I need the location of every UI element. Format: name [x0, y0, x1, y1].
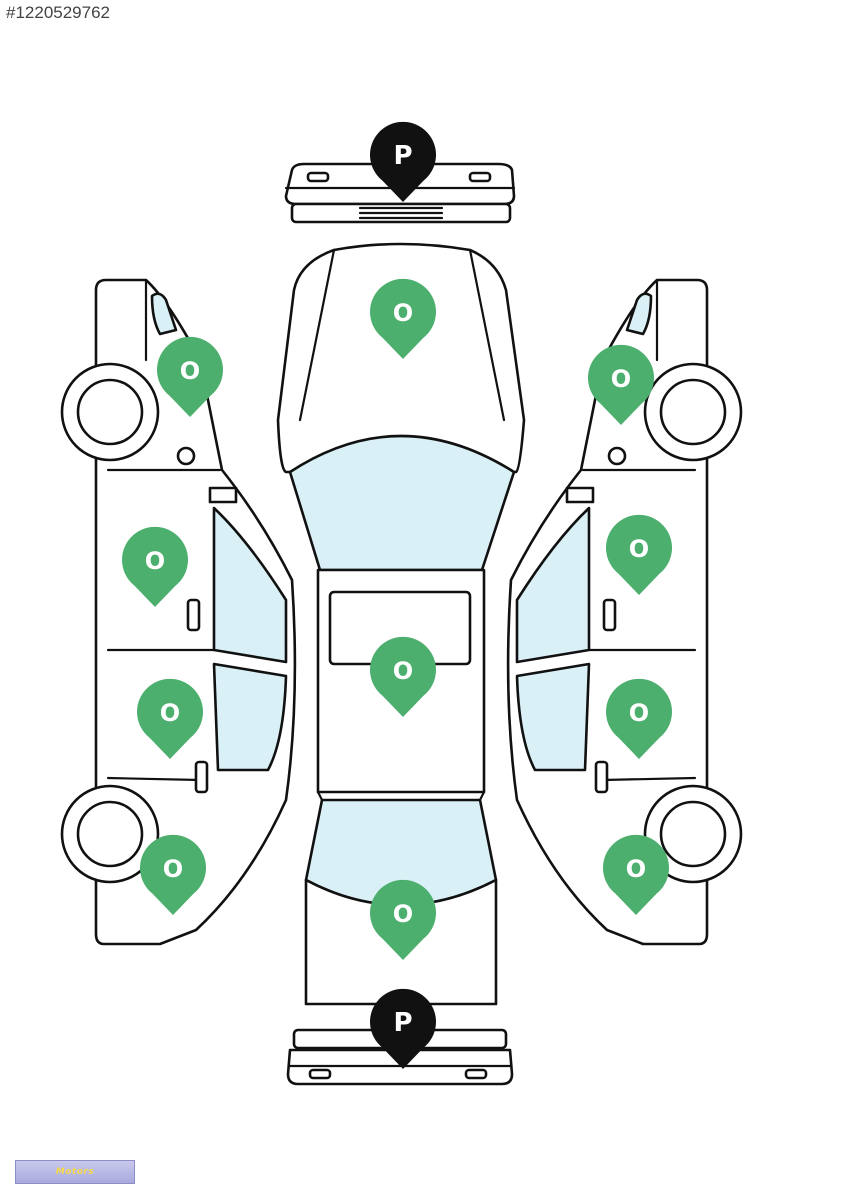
windshield — [288, 434, 516, 572]
map-pin-icon — [588, 344, 654, 425]
map-pin-icon — [370, 636, 437, 717]
original-symbol: O — [163, 855, 183, 883]
painted-symbol: P — [393, 1008, 412, 1038]
right-front-door-original-marker[interactable]: O — [606, 514, 672, 595]
listing-id: #1220529762 — [6, 3, 111, 22]
map-pin-icon — [370, 278, 437, 359]
hood-panel[interactable] — [276, 242, 526, 474]
right-rear-door-original-marker[interactable]: O — [606, 678, 672, 759]
painted-symbol: P — [393, 141, 412, 171]
map-pin-icon — [606, 678, 672, 759]
right-rear-fender-original-marker[interactable]: O — [603, 834, 669, 915]
front-bumper-painted-marker[interactable]: P — [370, 121, 437, 202]
right-front-fender-original-marker[interactable]: O — [588, 344, 654, 425]
map-pin-icon — [606, 514, 672, 595]
map-pin-icon — [370, 121, 437, 202]
original-symbol: O — [393, 900, 413, 928]
map-pin-icon — [137, 678, 203, 759]
car-right-side-view — [506, 278, 743, 946]
original-symbol: O — [393, 657, 413, 685]
original-symbol: O — [160, 699, 180, 727]
original-symbol: O — [145, 547, 165, 575]
original-symbol: O — [393, 299, 413, 327]
left-rear-door-original-marker[interactable]: O — [137, 678, 203, 759]
original-symbol: O — [629, 699, 649, 727]
car-left-side-view — [60, 278, 297, 946]
map-pin-icon — [140, 834, 206, 915]
left-rear-fender-original-marker[interactable]: O — [140, 834, 206, 915]
map-pin-icon — [603, 834, 669, 915]
original-symbol: O — [626, 855, 646, 883]
markers-layer: P P O O O O O O O O O O O — [122, 121, 672, 1069]
hood-original-marker[interactable]: O — [370, 278, 437, 359]
map-pin-icon — [370, 879, 437, 960]
trunk-original-marker[interactable]: O — [370, 879, 437, 960]
map-pin-icon — [370, 988, 437, 1069]
map-pin-icon — [122, 526, 189, 607]
left-front-door-original-marker[interactable]: O — [122, 526, 189, 607]
roof-original-marker[interactable]: O — [370, 636, 437, 717]
rear-bumper-painted-marker[interactable]: P — [370, 988, 437, 1069]
map-pin-icon — [157, 336, 224, 417]
left-front-fender-original-marker[interactable]: O — [157, 336, 224, 417]
original-symbol: O — [629, 535, 649, 563]
original-symbol: O — [180, 357, 200, 385]
original-symbol: O — [611, 365, 631, 393]
dealer-logo: Motors — [15, 1160, 135, 1184]
dealer-logo-text: Motors — [55, 1167, 95, 1177]
